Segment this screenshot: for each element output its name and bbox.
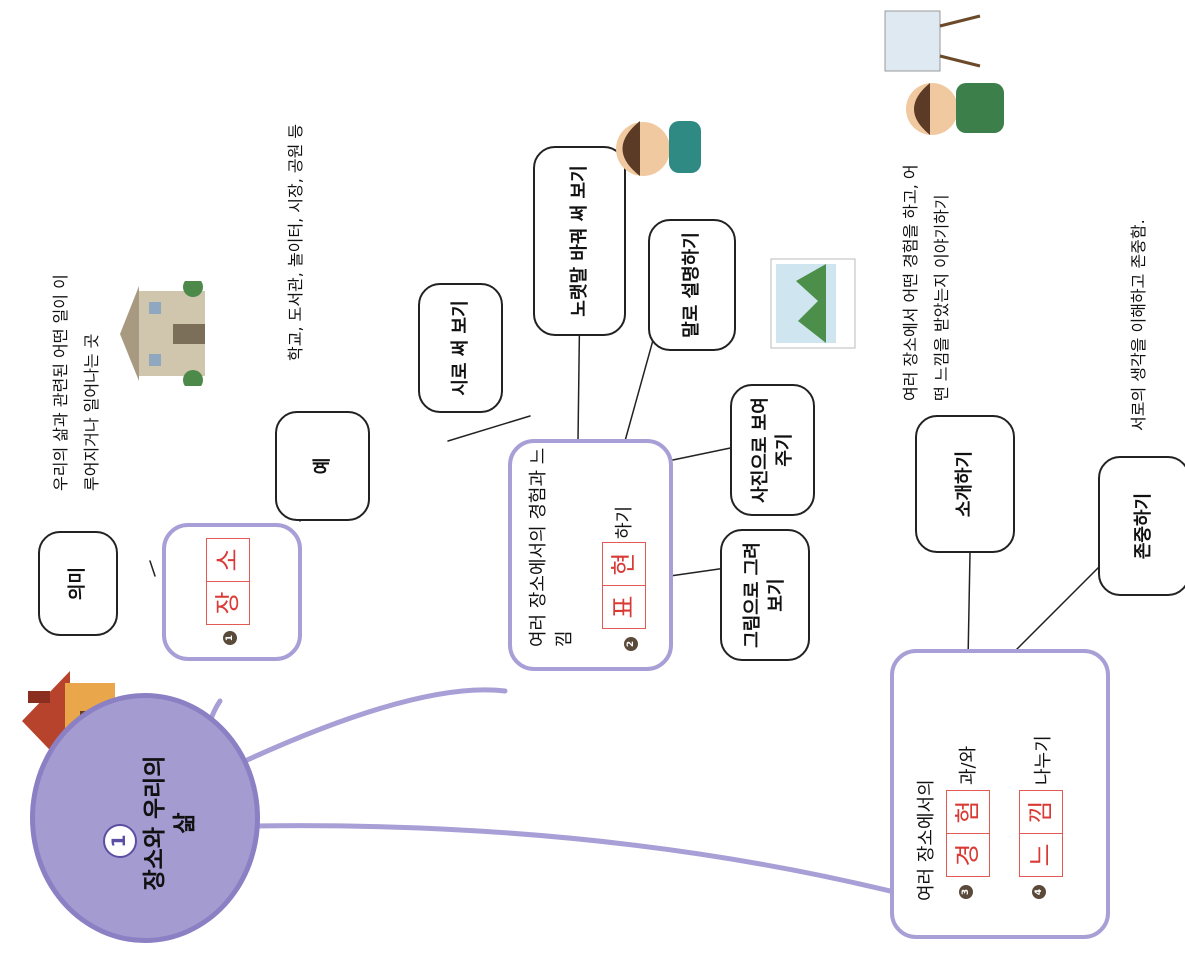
meaning-text: 우리의 삶과 관련된 어떤 일이 이루어지거나 일어나는 곳 xyxy=(51,274,101,491)
answer-char-4a: 느 xyxy=(1019,833,1063,877)
child-speaking-icon xyxy=(605,91,709,201)
central-topic-title: 장소와 우리의 삶 xyxy=(142,755,198,891)
branch-place: 1 장 소 xyxy=(162,523,302,661)
answer-marker-3: 3 xyxy=(959,885,973,899)
branch-share-connector: 과/와 xyxy=(958,745,979,785)
link-introduce xyxy=(967,552,971,662)
branch-express-suffix: 하기 xyxy=(614,505,635,539)
answer-char-1a: 장 xyxy=(206,581,250,625)
method-drawing: 그림으로 그려 보기 xyxy=(720,529,810,661)
link-respect xyxy=(1014,565,1101,652)
introduce-label: 소개하기 xyxy=(915,415,1015,553)
link-poem xyxy=(447,415,531,442)
answer-marker-2: 2 xyxy=(624,637,638,651)
branch-share-title: 여러 장소에서의 xyxy=(916,779,937,901)
answer-marker-1: 1 xyxy=(223,631,237,645)
branch-express: 여러 장소에서의 경험과 느낌 2 표 현 하기 xyxy=(508,439,673,671)
answer-char-3b: 험 xyxy=(946,790,990,834)
method-photo: 사진으로 보여 주기 xyxy=(730,384,815,516)
example-label: 예 xyxy=(275,411,370,521)
child-presenting-icon xyxy=(880,1,1034,151)
hub-to-branch2-link xyxy=(242,687,508,764)
introduce-text: 여러 장소에서 어떤 경험을 하고, 어떤 느낌을 받았는지 이야기하기 xyxy=(901,164,951,401)
method-poem: 시로 써 보기 xyxy=(418,283,503,413)
meaning-label: 의미 xyxy=(38,531,118,636)
method-speech: 말로 설명하기 xyxy=(648,219,736,351)
landscape-photo-icon xyxy=(768,256,862,351)
answer-char-2a: 표 xyxy=(602,585,646,629)
topic-number-badge: 1 xyxy=(103,824,137,858)
respect-text: 서로의 생각을 이해하고 존중함. xyxy=(1129,219,1148,431)
school-building-icon xyxy=(115,277,219,390)
respect-label: 존중하기 xyxy=(1098,456,1185,596)
branch-express-title: 여러 장소에서의 경험과 느낌 xyxy=(528,447,575,647)
answer-marker-4: 4 xyxy=(1032,885,1046,899)
answer-char-2b: 현 xyxy=(602,542,646,586)
answer-char-3a: 경 xyxy=(946,833,990,877)
example-text: 학교, 도서관, 놀이터, 시장, 공원 등 xyxy=(286,123,305,361)
branch-share-suffix: 나누기 xyxy=(1033,735,1054,785)
hub-to-branch3-link xyxy=(252,823,893,894)
answer-char-4b: 낌 xyxy=(1019,790,1063,834)
link-photo xyxy=(667,445,741,462)
branch-share: 여러 장소에서의 3 경 험 과/와 4 느 낌 나누기 xyxy=(890,649,1110,939)
answer-char-1b: 소 xyxy=(206,538,250,582)
central-topic: 1 장소와 우리의 삶 xyxy=(30,693,260,943)
link-meaning xyxy=(149,560,156,577)
